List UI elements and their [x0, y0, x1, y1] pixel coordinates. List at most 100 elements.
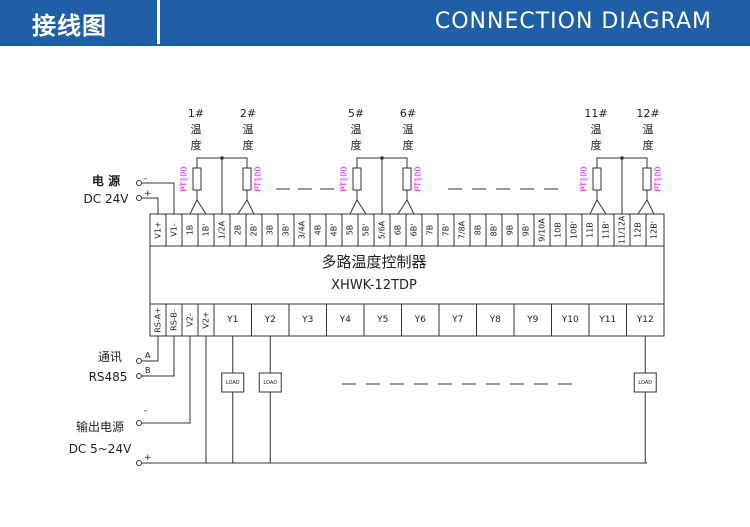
- sensor-number: 11#: [584, 107, 607, 120]
- sensor-label-line2: 度: [403, 138, 414, 152]
- top-terminal-label: 2B: [234, 225, 243, 236]
- sensor-number: 12#: [636, 107, 659, 120]
- bottom-terminal-label: Y9: [526, 315, 538, 325]
- top-terminal-label: 3B': [282, 224, 291, 237]
- power-in-minus-sign: -: [144, 174, 147, 184]
- top-terminal-label: 12B: [634, 222, 643, 238]
- power-out-plus-terminal: [136, 460, 142, 466]
- sensor-common-wire: [596, 157, 623, 214]
- sensor-label-line1: 温: [591, 123, 602, 136]
- sensor-label-line2: 度: [643, 138, 654, 152]
- top-terminal-label: 11/12A: [618, 215, 627, 244]
- power-in-label: 电 源: [92, 173, 120, 188]
- bottom-terminal-label: Y2: [264, 315, 276, 325]
- sensor-common-wire: [382, 157, 408, 168]
- sensor-label-line1: 温: [403, 123, 414, 136]
- bottom-terminal-label: Y10: [561, 315, 579, 325]
- bottom-terminal-label: RS-B-: [170, 309, 179, 331]
- sensor-common-wire: [196, 157, 223, 214]
- controller-model: XHWK-12TDP: [331, 278, 417, 293]
- pt100-label: PT100: [340, 167, 349, 192]
- comm-b-letter: B: [145, 366, 151, 375]
- header-title-en-block: CONNECTION DIAGRAM: [160, 0, 750, 44]
- sensor-number: 2#: [240, 107, 256, 120]
- top-terminal-label: 9/10A: [538, 218, 547, 242]
- bottom-terminal-label: Y1: [226, 315, 238, 325]
- top-terminal-label: 5/6A: [378, 220, 387, 239]
- junction-dot: [620, 156, 624, 160]
- pt100-label: PT100: [254, 167, 263, 192]
- top-terminal-label: 2B': [250, 224, 259, 237]
- sensor-common-wire: [356, 157, 383, 214]
- pt100-label: PT100: [580, 167, 589, 192]
- bottom-terminal-label: Y8: [489, 315, 501, 325]
- pt100-label: PT100: [180, 167, 189, 192]
- sensor-wire: [189, 199, 198, 215]
- power-out-plus-sign: +: [144, 453, 152, 463]
- header-title-block: 接线图: [0, 0, 157, 44]
- comm-spec: RS485: [89, 370, 128, 384]
- sensor-number: 1#: [188, 107, 204, 120]
- top-terminal-label: 1B': [202, 224, 211, 237]
- sensor-groups: PT1001#温度PT1002#温度PT1005#温度PT1006#温度PT10…: [180, 107, 663, 215]
- top-terminal-label: 1/2A: [218, 220, 227, 239]
- header-bar: 接线图 CONNECTION DIAGRAM: [0, 0, 750, 46]
- sensor-wire: [237, 199, 248, 215]
- sensor-label-line2: 度: [191, 138, 202, 152]
- power-out-spec: DC 5~24V: [69, 442, 132, 456]
- load-label: LOAD: [226, 380, 240, 386]
- top-terminal-label: 1B: [186, 225, 195, 236]
- pt100-sensor: [242, 167, 252, 191]
- comm-a-letter: A: [145, 351, 151, 360]
- top-terminal-label: 9B': [522, 224, 531, 237]
- power-in-plus-sign: +: [144, 189, 152, 199]
- pt100-sensor: [192, 167, 202, 191]
- power-out-label: 输出电源: [76, 419, 124, 434]
- top-terminal-label: 12B': [650, 221, 659, 239]
- sensor-number: 5#: [348, 107, 364, 120]
- bottom-terminal-label: Y5: [376, 315, 388, 325]
- pt100-sensor: [352, 167, 362, 191]
- top-terminal-label: 8B': [490, 224, 499, 237]
- sensor-label-line1: 温: [643, 123, 654, 136]
- sensor-wire: [589, 199, 598, 215]
- power-in-spec: DC 24V: [84, 192, 130, 206]
- sensor-wire: [406, 199, 415, 215]
- top-terminal-label: 7B: [426, 225, 435, 236]
- bottom-terminal-label: Y4: [339, 315, 351, 325]
- header-title-cn: 接线图: [32, 12, 107, 40]
- pt100-sensor: [402, 167, 412, 191]
- sensor-wire: [397, 199, 408, 215]
- top-terminal-label: V1-: [170, 223, 179, 237]
- bottom-terminal-label: V2+: [202, 311, 211, 328]
- pt100-sensor: [592, 167, 602, 191]
- top-terminal-label: 11B: [586, 222, 595, 238]
- top-terminal-label: 5B: [346, 225, 355, 236]
- sensor-wire: [246, 199, 255, 215]
- pt100-label: PT100: [654, 167, 663, 192]
- top-terminal-label: 4B: [314, 225, 323, 236]
- power-out-minus-wire: [142, 336, 191, 424]
- bottom-terminal-label: Y6: [414, 315, 426, 325]
- top-terminal-label: 6B: [394, 225, 403, 236]
- bottom-terminal-label: Y7: [451, 315, 463, 325]
- sensor-wire: [646, 199, 655, 215]
- junction-dot: [380, 156, 384, 160]
- top-terminal-label: 10B': [570, 221, 579, 239]
- power-in-minus-terminal: [136, 180, 142, 186]
- comm-b-wire: [142, 336, 175, 377]
- bottom-terminal-label: Y3: [301, 315, 313, 325]
- top-terminal-label: 10B: [554, 222, 563, 238]
- top-terminal-label: 4B': [330, 224, 339, 237]
- header-underline: [0, 44, 750, 46]
- sensor-wire: [349, 199, 358, 215]
- controller-body: [149, 213, 665, 337]
- top-terminal-label: 6B': [410, 224, 419, 237]
- sensor-common-wire: [622, 157, 648, 168]
- header-title-en: CONNECTION DIAGRAM: [434, 9, 712, 34]
- top-terminal-label: 5B': [362, 224, 371, 237]
- top-terminal-label: 7/8A: [458, 220, 467, 239]
